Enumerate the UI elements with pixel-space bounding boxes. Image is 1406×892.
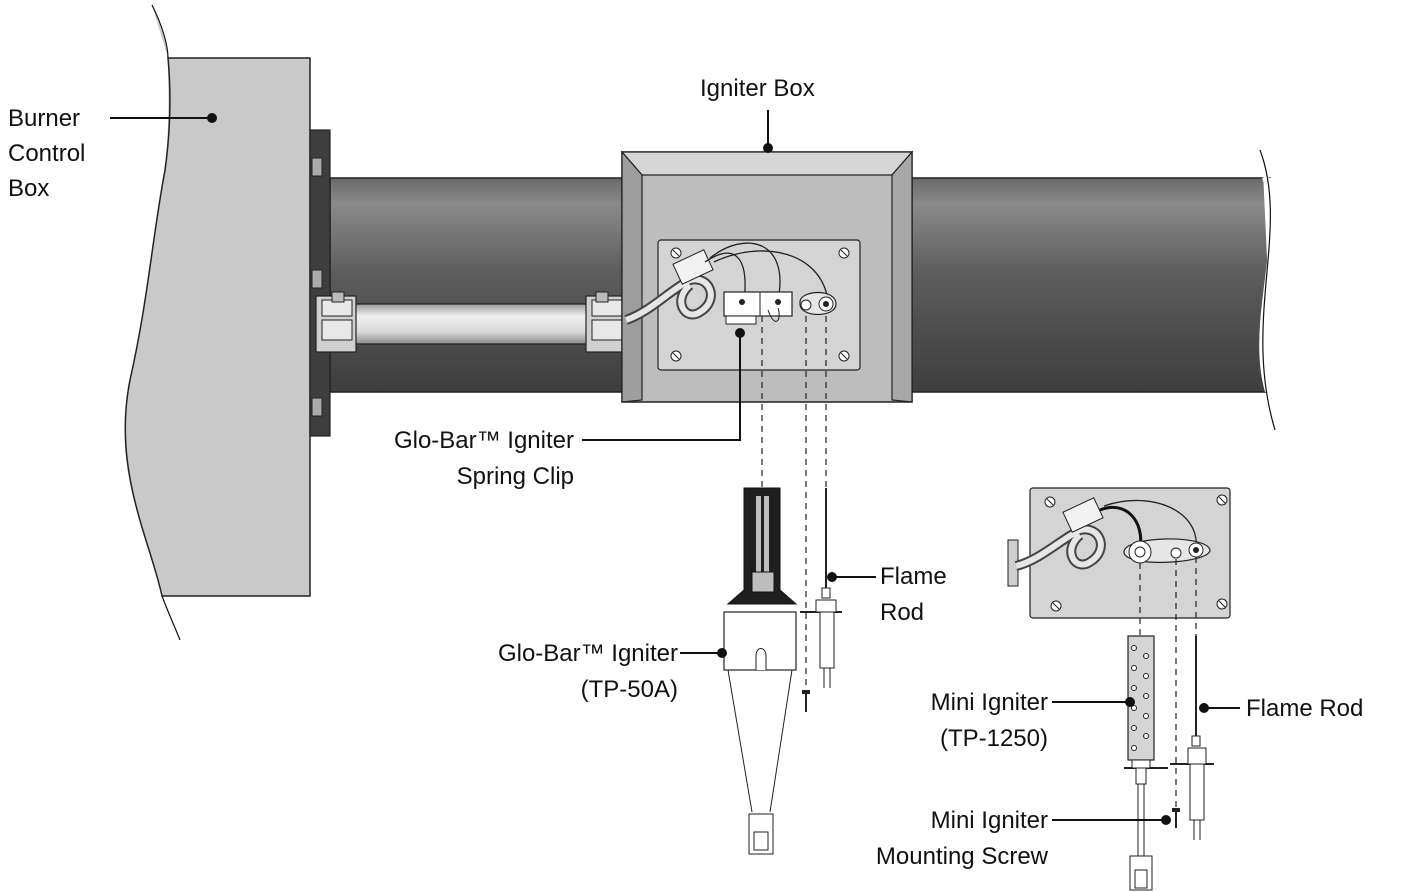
burner-control-box xyxy=(124,4,331,641)
label-spring-clip-2: Spring Clip xyxy=(457,463,574,490)
label-globar-igniter-1: Glo-Bar™ Igniter xyxy=(498,640,678,667)
mounting-screw-mini xyxy=(1172,808,1180,828)
alignment-lines-main xyxy=(761,316,827,690)
flame-rod-main xyxy=(800,488,842,688)
label-mini-screw-2: Mounting Screw xyxy=(876,843,1049,870)
leader-dots xyxy=(207,113,1209,825)
label-igniter-box: Igniter Box xyxy=(700,75,815,102)
label-spring-clip-1: Glo-Bar™ Igniter xyxy=(394,427,574,454)
label-burner-control-box-1: Burner xyxy=(8,105,80,132)
label-globar-igniter-2: (TP-50A) xyxy=(581,676,678,703)
label-flame-rod-mini: Flame Rod xyxy=(1246,695,1363,722)
igniter-box xyxy=(620,150,914,403)
mini-igniter xyxy=(1124,635,1168,891)
label-flame-rod-main-2: Rod xyxy=(880,599,924,626)
wire-conduit xyxy=(315,291,627,353)
label-mini-igniter-1: Mini Igniter xyxy=(931,689,1048,716)
leader-lines xyxy=(110,110,1240,821)
flame-rod-mini xyxy=(1170,636,1214,840)
mini-igniter-plate xyxy=(1007,487,1231,619)
label-burner-control-box-2: Control xyxy=(8,140,85,167)
label-burner-control-box-3: Box xyxy=(8,175,49,202)
label-flame-rod-main-1: Flame xyxy=(880,563,947,590)
alignment-lines-mini xyxy=(1139,557,1197,808)
label-mini-screw-1: Mini Igniter xyxy=(931,807,1048,834)
label-mini-igniter-2: (TP-1250) xyxy=(940,725,1048,752)
globar-igniter xyxy=(723,487,798,855)
mounting-screw-main xyxy=(802,690,810,712)
